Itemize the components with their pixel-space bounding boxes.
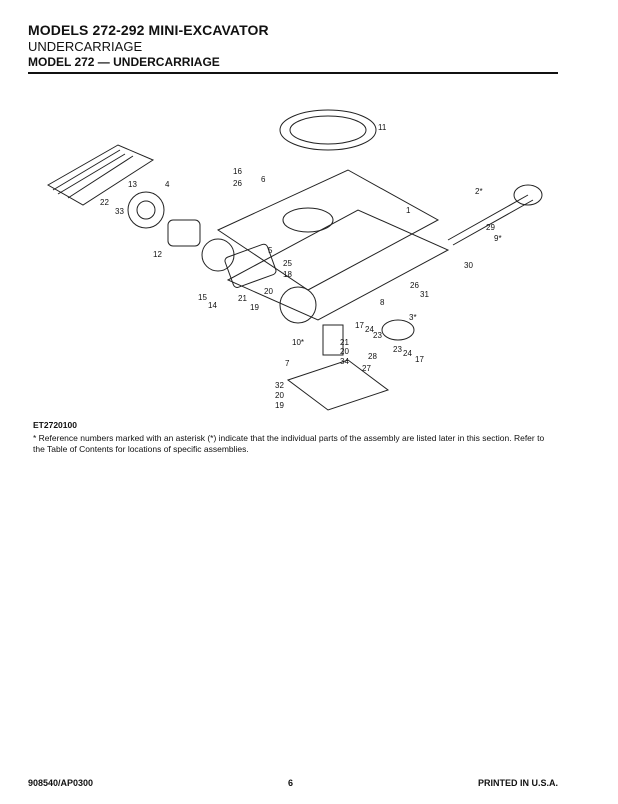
callout: 34 bbox=[340, 357, 349, 366]
callout: 4 bbox=[165, 180, 170, 189]
callout: 18 bbox=[283, 270, 292, 279]
callout: 8 bbox=[380, 298, 385, 307]
callout: 20 bbox=[340, 347, 349, 356]
sprocket bbox=[127, 191, 165, 229]
callout: 2* bbox=[475, 187, 483, 196]
callout: 28 bbox=[368, 352, 377, 361]
track-roller bbox=[381, 319, 415, 341]
callout: 10* bbox=[292, 338, 304, 347]
callout: 9* bbox=[494, 234, 502, 243]
callout: 17 bbox=[415, 355, 424, 364]
callout: 24 bbox=[403, 349, 412, 358]
header-rule bbox=[28, 72, 558, 74]
callout: 23 bbox=[393, 345, 402, 354]
callout: 26 bbox=[233, 179, 242, 188]
page-header: MODELS 272-292 MINI-EXCAVATOR UNDERCARRI… bbox=[28, 22, 558, 70]
callout: 6 bbox=[261, 175, 266, 184]
asterisk-note: * Reference numbers marked with an aster… bbox=[33, 433, 545, 454]
subsection-title: MODEL 272 — UNDERCARRIAGE bbox=[28, 55, 220, 69]
callout: 17 bbox=[355, 321, 364, 330]
callout: 21 bbox=[340, 338, 349, 347]
swing-bearing bbox=[279, 109, 377, 151]
callout: 1 bbox=[406, 206, 411, 215]
swivel-joint bbox=[322, 324, 344, 356]
figure-id: ET2720100 bbox=[33, 420, 77, 430]
callout: 31 bbox=[420, 290, 429, 299]
cover-plate bbox=[224, 243, 277, 288]
callout: 33 bbox=[115, 207, 124, 216]
callout: 21 bbox=[238, 294, 247, 303]
callout: 25 bbox=[283, 259, 292, 268]
page-title: MODELS 272-292 MINI-EXCAVATOR bbox=[28, 22, 269, 38]
callout: 5 bbox=[268, 246, 273, 255]
callout: 13 bbox=[128, 180, 137, 189]
callout: 22 bbox=[100, 198, 109, 207]
callout: 24 bbox=[365, 325, 374, 334]
callout: 14 bbox=[208, 301, 217, 310]
callout: 29 bbox=[486, 223, 495, 232]
callout: 32 bbox=[275, 381, 284, 390]
callout: 15 bbox=[198, 293, 207, 302]
footer-doc-number: 908540/AP0300 bbox=[28, 778, 94, 788]
callout: 27 bbox=[362, 364, 371, 373]
callout: 20 bbox=[264, 287, 273, 296]
callout: 20 bbox=[275, 391, 284, 400]
footer-printed: PRINTED IN U.S.A. bbox=[478, 778, 559, 788]
callout: 16 bbox=[233, 167, 242, 176]
track-adjuster bbox=[447, 194, 534, 246]
callout: 26 bbox=[410, 281, 419, 290]
callout: 12 bbox=[153, 250, 162, 259]
callout: 3* bbox=[409, 313, 417, 322]
callout: 19 bbox=[275, 401, 284, 410]
footer-page-number: 6 bbox=[288, 778, 294, 788]
callout: 30 bbox=[464, 261, 473, 270]
undercarriage-exploded-diagram: 11 16 6 26 13 4 2* 22 33 1 12 5 25 18 29… bbox=[46, 109, 543, 411]
callout: 11 bbox=[378, 123, 387, 132]
callout: 19 bbox=[250, 303, 259, 312]
bottom-cover bbox=[286, 359, 390, 411]
track-frame bbox=[216, 169, 440, 291]
section-title: UNDERCARRIAGE bbox=[28, 39, 143, 54]
callout: 23 bbox=[373, 331, 382, 340]
rubber-track bbox=[46, 144, 155, 206]
drive-motor bbox=[167, 219, 201, 247]
callout: 7 bbox=[285, 359, 290, 368]
